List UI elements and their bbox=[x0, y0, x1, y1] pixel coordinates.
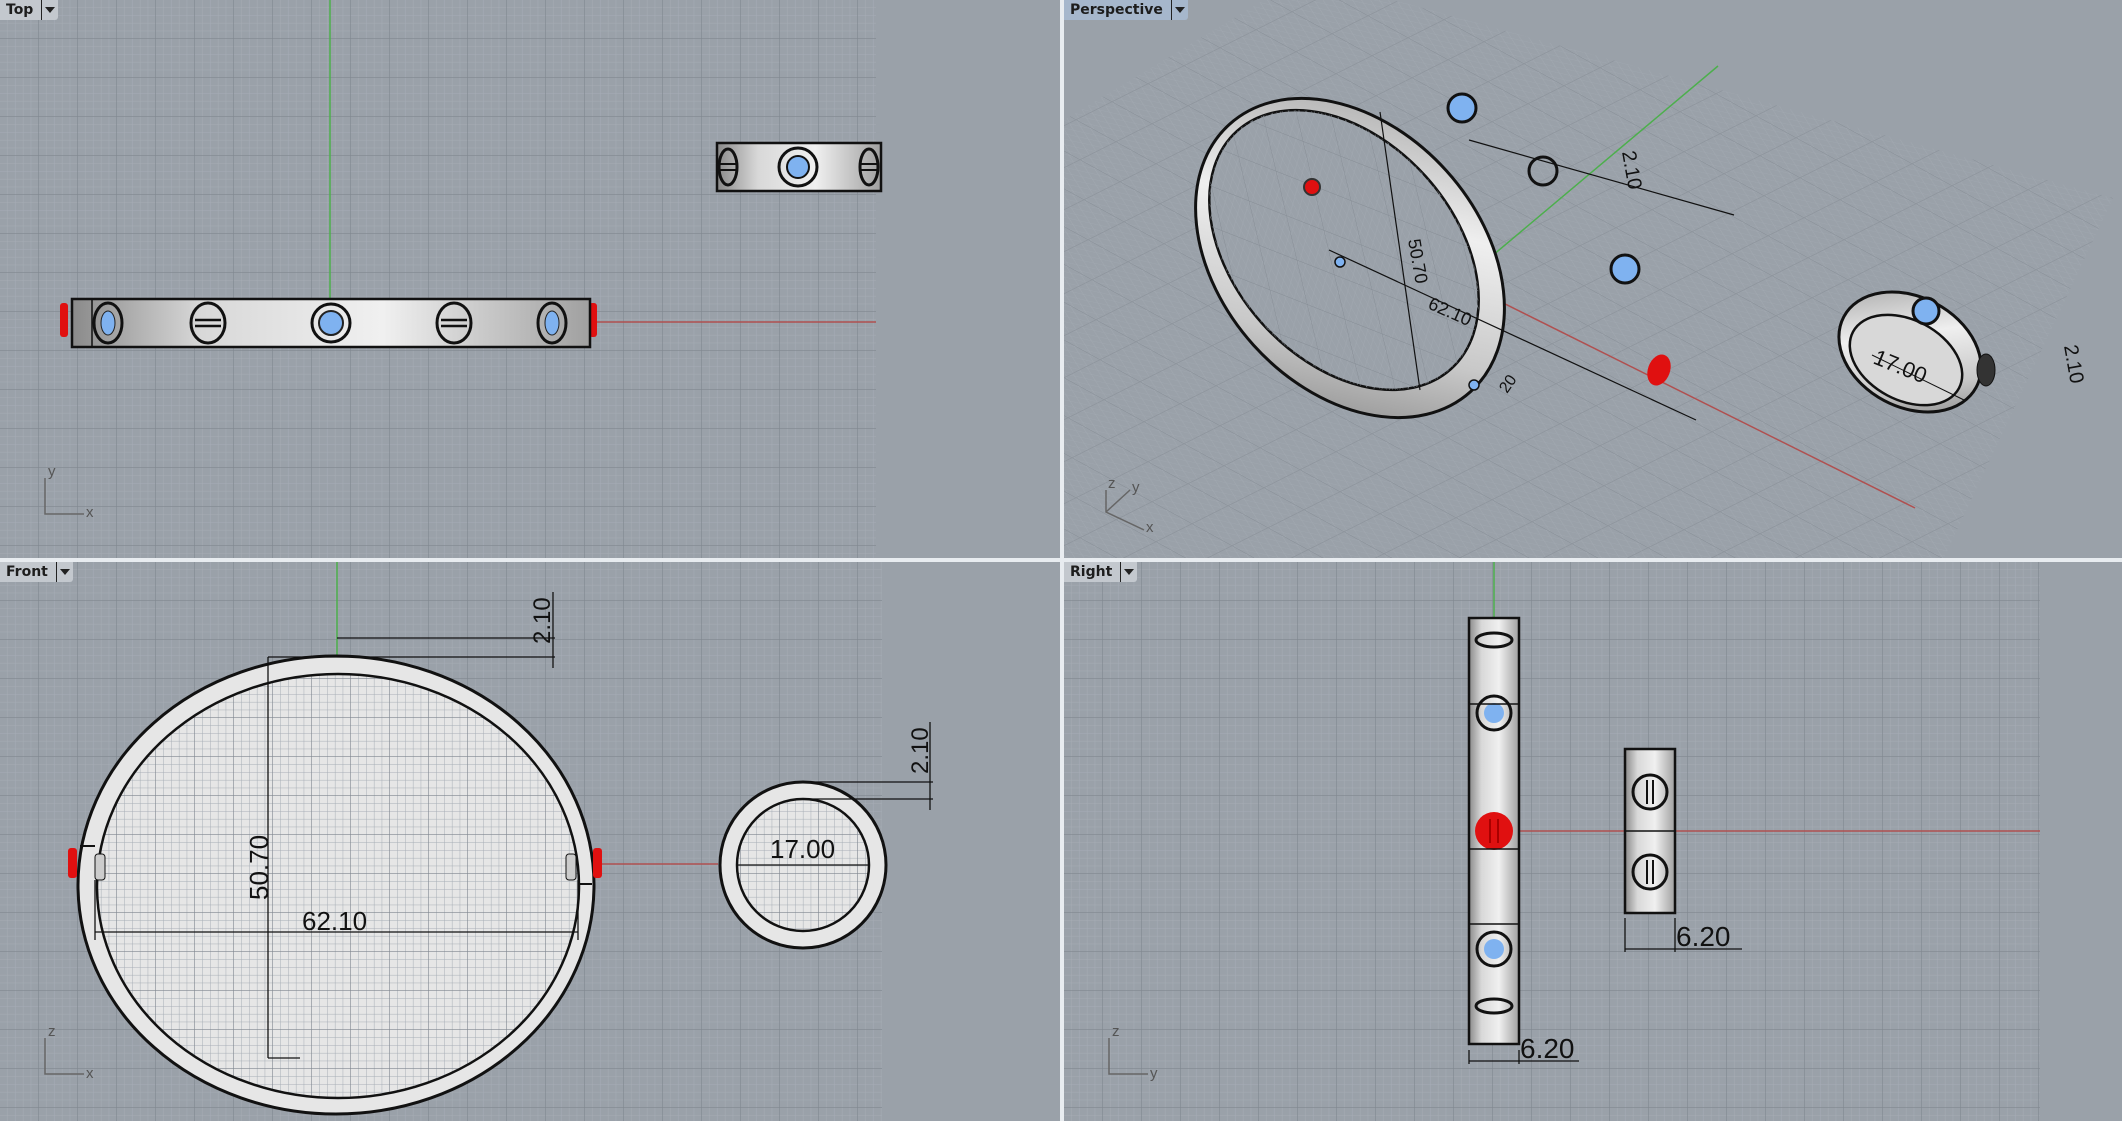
bracelet-perspective: 50.70 62.10 2.10 2.10 20 bbox=[1194, 92, 1735, 421]
viewport-label-top[interactable]: Top bbox=[0, 0, 59, 20]
front-view-scene: 50.70 62.10 2.10 17.00 2.10 z x bbox=[0, 562, 934, 1121]
viewport-top[interactable]: y x Top bbox=[0, 0, 1060, 558]
svg-text:x: x bbox=[1146, 519, 1154, 536]
svg-text:x: x bbox=[86, 1065, 94, 1082]
viewport-perspective[interactable]: 50.70 62.10 2.10 2.10 20 17.00 2.10 z y … bbox=[1064, 0, 2122, 558]
ring-front: 17.00 2.10 bbox=[718, 722, 934, 950]
viewport-menu-dropdown-icon[interactable] bbox=[41, 0, 58, 20]
axis-icon bbox=[44, 478, 84, 515]
viewport-menu-dropdown-icon[interactable] bbox=[1170, 0, 1188, 20]
svg-text:z: z bbox=[1112, 1023, 1120, 1040]
bracelet-right: 6.20 bbox=[1467, 616, 1579, 1064]
right-view-scene: 6.20 6.20 z y bbox=[1064, 562, 2040, 1121]
svg-text:2.10: 2.10 bbox=[907, 727, 934, 774]
svg-text:50.70: 50.70 bbox=[244, 835, 274, 900]
perspective-view-scene: 50.70 62.10 2.10 2.10 20 17.00 2.10 z y … bbox=[1064, 0, 2113, 558]
bracelet-top bbox=[60, 297, 597, 349]
svg-text:x: x bbox=[86, 504, 94, 521]
viewport-label-right[interactable]: Right bbox=[1064, 562, 1138, 582]
axis-icon bbox=[1105, 489, 1145, 531]
viewport-title: Front bbox=[6, 564, 48, 580]
viewport-label-perspective[interactable]: Perspective bbox=[1064, 0, 1188, 20]
svg-text:6.20: 6.20 bbox=[1520, 1033, 1575, 1064]
ring-top bbox=[715, 141, 883, 193]
svg-text:2.10: 2.10 bbox=[2059, 343, 2087, 385]
svg-text:y: y bbox=[48, 463, 56, 480]
bracelet-front: 50.70 62.10 2.10 bbox=[68, 592, 602, 1116]
x-axis-line bbox=[1460, 281, 1916, 509]
svg-text:z: z bbox=[1108, 475, 1116, 492]
viewport-title: Top bbox=[6, 2, 34, 18]
svg-text:y: y bbox=[1150, 1065, 1158, 1082]
viewport-title: Perspective bbox=[1070, 2, 1163, 18]
viewport-menu-dropdown-icon[interactable] bbox=[55, 562, 73, 582]
svg-text:6.20: 6.20 bbox=[1676, 921, 1731, 952]
viewport-front[interactable]: 50.70 62.10 2.10 17.00 2.10 z x Front bbox=[0, 562, 1060, 1121]
ring-right: 6.20 bbox=[1623, 747, 1742, 952]
svg-text:62.10: 62.10 bbox=[302, 906, 367, 936]
viewport-menu-dropdown-icon[interactable] bbox=[1120, 562, 1137, 582]
viewport-label-front[interactable]: Front bbox=[0, 562, 73, 582]
svg-text:2.10: 2.10 bbox=[529, 597, 556, 644]
axis-icon bbox=[44, 1038, 84, 1075]
svg-text:z: z bbox=[48, 1023, 56, 1040]
svg-text:y: y bbox=[1132, 479, 1140, 496]
viewport-title: Right bbox=[1070, 564, 1113, 580]
axis-icon bbox=[1108, 1038, 1148, 1075]
ring-perspective: 17.00 2.10 bbox=[1837, 290, 2088, 414]
viewport-right[interactable]: 6.20 6.20 z y Right bbox=[1064, 562, 2122, 1121]
svg-text:17.00: 17.00 bbox=[770, 834, 835, 864]
top-view-scene: y x bbox=[0, 0, 883, 558]
